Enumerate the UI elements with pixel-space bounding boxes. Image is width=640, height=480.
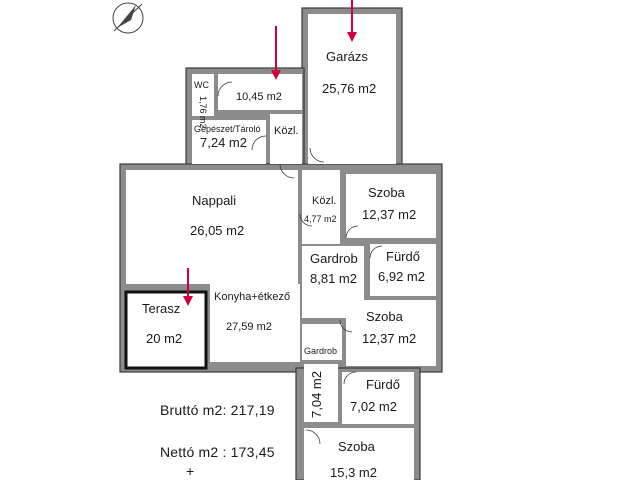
room-gardrob1-area: 8,81 m2: [310, 271, 357, 286]
room-garazs-name: Garázs: [326, 49, 368, 64]
room-gepeszet-area: 7,24 m2: [200, 135, 247, 150]
brutto-total: Bruttó m2: 217,19: [160, 402, 275, 418]
room-gardrob1-name: Gardrob: [310, 251, 358, 266]
room-szoba2-name: Szoba: [366, 309, 403, 324]
doors: [217, 81, 383, 445]
room-terasz-name: Terasz: [142, 301, 181, 316]
room-furdo2-name: Fürdő: [366, 377, 400, 392]
room-szoba3-area: 15,3 m2: [330, 465, 377, 480]
room-wc-name: WC: [194, 80, 209, 90]
room-10-45-area: 10,45 m2: [236, 91, 282, 103]
room-konyha-area: 27,59 m2: [226, 321, 272, 333]
room-szoba3-name: Szoba: [338, 439, 375, 454]
plus-sign: +: [186, 463, 195, 479]
entrance-arrow-icon: [183, 0, 357, 306]
room-furdo2-area: 7,02 m2: [350, 399, 397, 414]
room-szoba2-area: 12,37 m2: [362, 331, 417, 346]
room-garazs-area: 25,76 m2: [322, 81, 377, 96]
room-gepeszet-name: Gépészet/Tároló: [194, 124, 261, 134]
rooms: [124, 14, 436, 480]
room-kozl2-area: 4,77 m2: [304, 214, 337, 224]
north-compass-icon: [112, 2, 144, 34]
room-konyha-name: Konyha+étkező: [214, 291, 291, 303]
room-terasz-area: 20 m2: [146, 331, 183, 346]
room-gardrob2-name: Gardrob: [304, 346, 338, 356]
room-szoba1-name: Szoba: [368, 185, 405, 200]
room-nappali-area: 26,05 m2: [190, 223, 245, 238]
netto-total: Nettó m2 : 173,45: [160, 444, 275, 460]
room-nappali-name: Nappali: [192, 193, 237, 208]
room-furdo1-name: Fürdő: [386, 249, 420, 264]
room-kozl1-name: Közl.: [274, 125, 299, 137]
room-kozl2-name: Közl.: [312, 195, 337, 207]
room-szoba1-area: 12,37 m2: [362, 207, 417, 222]
room-7-04-area: 7,04 m2: [309, 371, 324, 418]
room-furdo1-area: 6,92 m2: [378, 269, 425, 284]
